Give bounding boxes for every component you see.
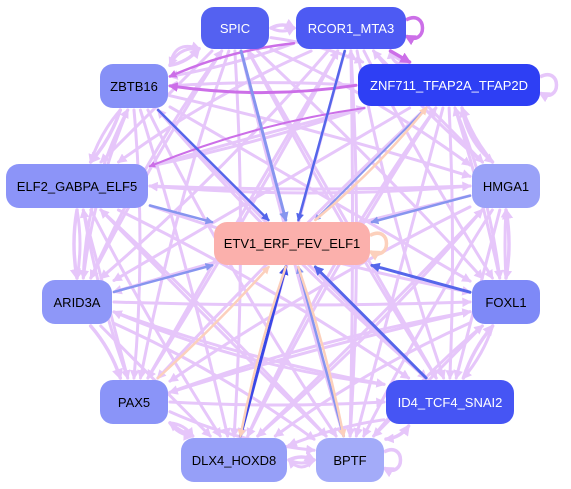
edge-etv1-znf711 <box>314 106 428 222</box>
edge-arid3a-etv1 <box>112 263 214 294</box>
edge-spic-rcor1 <box>269 18 296 30</box>
edge-etv1-bptf <box>297 265 347 438</box>
self-loop-rcor1 <box>404 16 425 46</box>
self-loop-bptf <box>382 448 403 478</box>
node-label: ETV1_ERF_FEV_ELF1 <box>223 236 361 251</box>
edge-znf711-elf2 <box>148 106 366 170</box>
edge-elf2-hmga1 <box>148 181 472 192</box>
node-label: SPIC <box>219 20 251 36</box>
edge-arid3a-foxl1 <box>112 297 472 308</box>
node-elf2-gabpa-elf5: ELF2_GABPA_ELF5 <box>6 164 148 208</box>
edge-dlx4-etv1 <box>238 265 289 438</box>
edge-foxl1-dlx4 <box>273 321 472 438</box>
node-dlx4-hoxd8: DLX4_HOXD8 <box>181 438 287 482</box>
node-label: HMGA1 <box>482 178 530 194</box>
edge-zbtb16-elf2 <box>88 108 123 164</box>
edge-rcor1-znf711 <box>388 49 412 64</box>
edge-hmga1-elf2 <box>148 181 472 195</box>
edge-spic-id4 <box>246 49 438 380</box>
node-label: ZNF711_TFAP2A_TFAP2D <box>370 77 528 93</box>
edge-znf711-elf2 <box>148 107 366 168</box>
edge-hmga1-etv1 <box>370 194 472 225</box>
node-label: FOXL1 <box>485 294 527 310</box>
node-label: DLX4_HOXD8 <box>191 452 277 468</box>
edge-pax5-etv1 <box>156 265 270 380</box>
edge-znf711-zbtb16 <box>168 80 358 91</box>
edge-znf711-dlx4 <box>246 106 438 438</box>
edge-spic-etv1 <box>239 49 289 222</box>
edge-arid3a-id4 <box>112 310 386 388</box>
edge-elf2-znf711 <box>148 105 367 168</box>
node-rcor1-mta3: RCOR1_MTA3 <box>296 7 406 49</box>
edge-foxl1-hmga1 <box>502 207 514 280</box>
node-label: ELF2_GABPA_ELF5 <box>16 178 138 194</box>
node-hmga1: HMGA1 <box>472 164 540 208</box>
node-foxl1: FOXL1 <box>472 280 540 324</box>
node-znf711-tfap2a-tfap2d: ZNF711_TFAP2A_TFAP2D <box>358 64 540 106</box>
edge-elf2-arid3a <box>69 208 81 281</box>
node-label: BPTF <box>333 452 367 468</box>
edge-etv1-dlx4 <box>237 265 287 438</box>
edge-pax5-dlx4 <box>168 421 195 441</box>
edge-bptf-etv1 <box>296 265 345 438</box>
edge-rcor1-zbtb16 <box>168 41 296 80</box>
edge-zbtb16-hmga1 <box>168 94 472 179</box>
node-etv1-erf-fev-elf1: ETV1_ERF_FEV_ELF1 <box>214 222 370 265</box>
edge-id4-arid3a <box>112 310 386 386</box>
edge-hmga1-pax5 <box>168 205 472 383</box>
edge-bptf-elf2 <box>99 208 328 438</box>
edge-rcor1-zbtb16 <box>168 41 296 78</box>
edge-hmga1-znf711 <box>459 105 495 164</box>
node-label: ARID3A <box>53 294 101 310</box>
edge-foxl1-etv1 <box>370 262 472 294</box>
edge-elf2-etv1 <box>148 204 214 225</box>
edge-bptf-id4 <box>384 424 411 441</box>
self-loop-etv1 <box>368 231 389 261</box>
edge-dlx4-bptf <box>287 451 317 462</box>
edge-pax5-id4 <box>168 397 386 408</box>
node-id4-tcf4-snai2: ID4_TCF4_SNAI2 <box>386 380 514 424</box>
edge-znf711-etv1 <box>314 107 428 221</box>
edge-dlx4-znf711 <box>246 106 438 438</box>
edge-zbtb16-bptf <box>146 108 338 438</box>
node-zbtb16: ZBTB16 <box>100 64 168 108</box>
node-label: ID4_TCF4_SNAI2 <box>397 394 503 410</box>
node-pax5: PAX5 <box>100 380 168 424</box>
edge-rcor1-elf2 <box>117 49 313 164</box>
edge-spic-rcor1 <box>269 26 296 36</box>
edge-id4-spic <box>246 49 438 380</box>
node-arid3a: ARID3A <box>42 280 112 324</box>
edge-id4-foxl1 <box>461 324 495 380</box>
node-bptf: BPTF <box>316 438 384 482</box>
node-label: ZBTB16 <box>110 78 158 94</box>
edge-zbtb16-spic <box>168 46 201 68</box>
node-label: RCOR1_MTA3 <box>307 20 395 36</box>
edge-arid3a-pax5 <box>88 324 123 381</box>
edge-elf2-arid3a <box>73 208 84 280</box>
edge-id4-dlx4 <box>287 418 386 447</box>
self-loop-znf711 <box>538 73 559 103</box>
edge-elf2-id4 <box>116 208 411 380</box>
edge-zbtb16-pax5 <box>129 108 142 380</box>
edge-bptf-dlx4 <box>287 458 316 469</box>
node-spic: SPIC <box>201 7 269 49</box>
node-label: PAX5 <box>117 394 151 410</box>
edge-rcor1-etv1 <box>296 49 346 222</box>
edge-zbtb16-etv1 <box>156 108 270 222</box>
edge-id4-etv1 <box>313 265 428 380</box>
